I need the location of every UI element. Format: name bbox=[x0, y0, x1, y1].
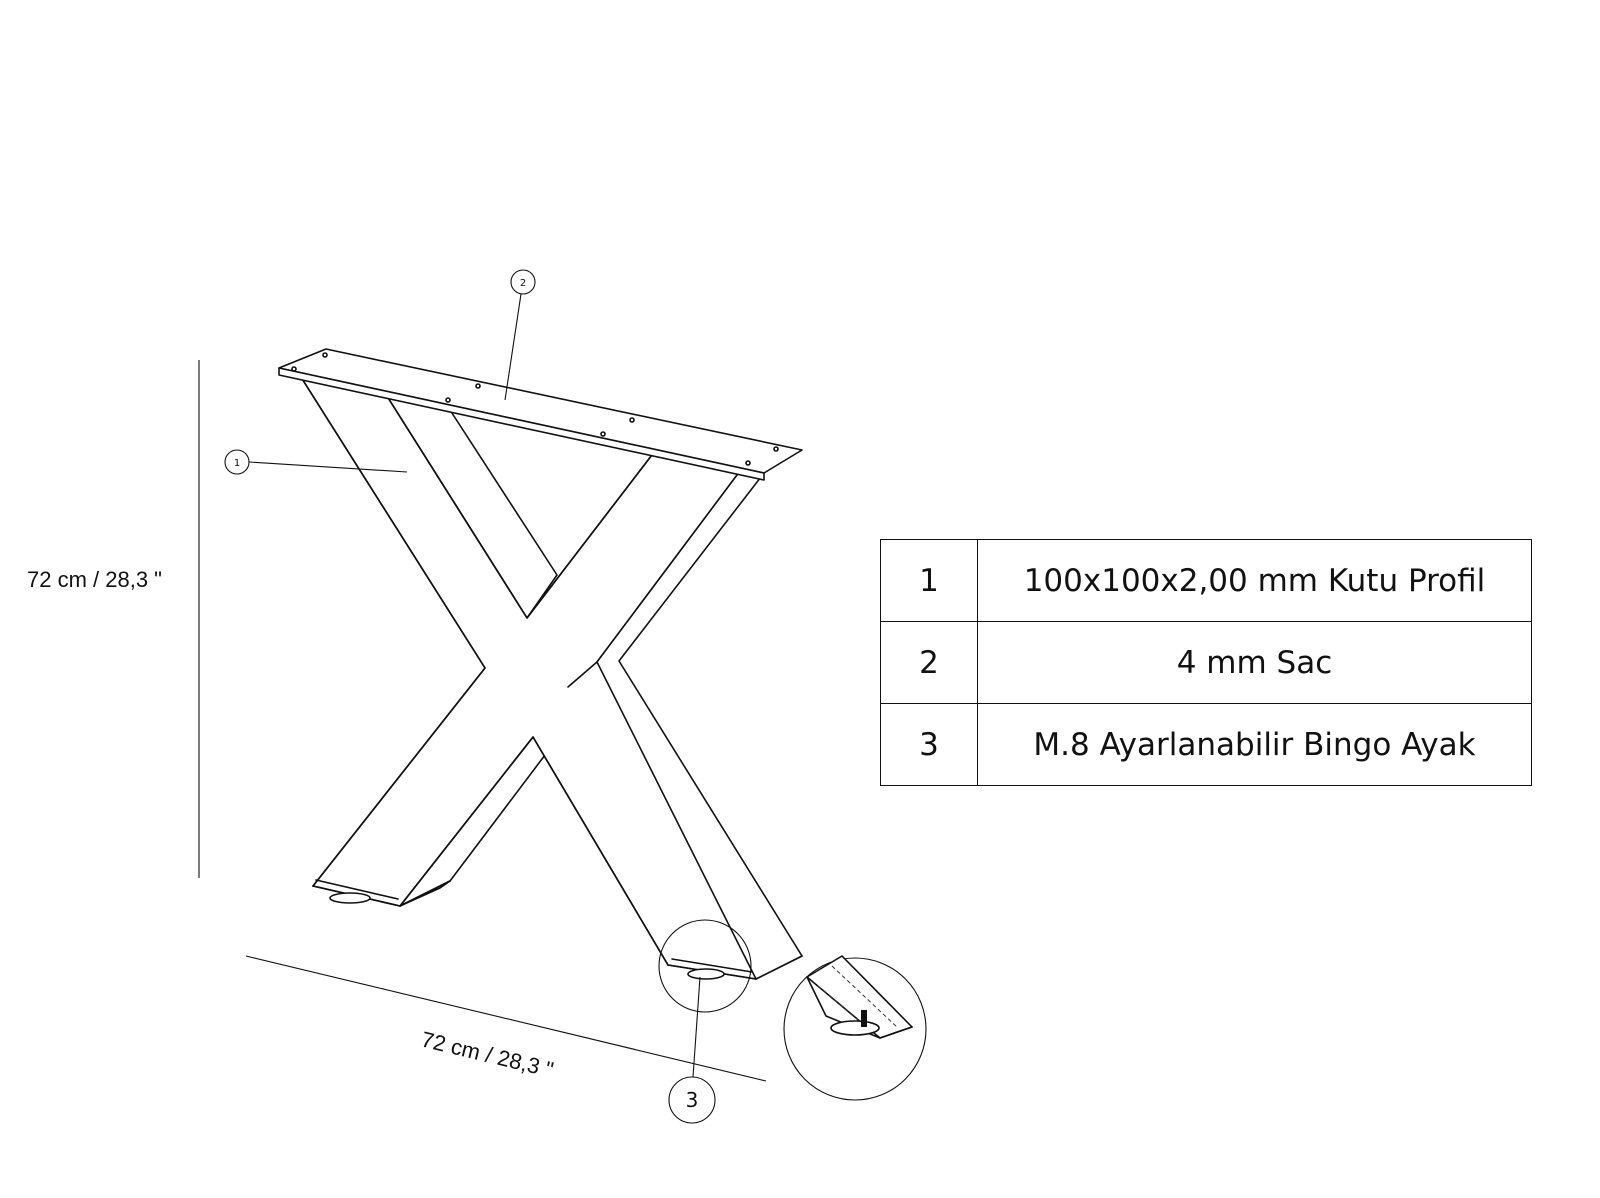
x-cross-upper bbox=[384, 392, 656, 619]
left-leg-foot-edge-2 bbox=[399, 880, 451, 907]
detail-focus-circle bbox=[658, 919, 752, 1013]
plate-hole bbox=[629, 417, 635, 423]
right-leg-foot-edge-2 bbox=[671, 958, 753, 973]
plate-hole bbox=[745, 460, 751, 466]
left-leg-foot-edge bbox=[315, 879, 399, 900]
width-dimension-line bbox=[245, 955, 767, 1082]
detail-threaded-bolt bbox=[861, 1010, 867, 1027]
callout-3: 3 bbox=[658, 919, 752, 1124]
height-dimension-label: 72 cm / 28,3 " bbox=[27, 567, 162, 592]
svg-text:2: 2 bbox=[520, 278, 526, 289]
plate-hole bbox=[773, 446, 779, 452]
right-leg-edge bbox=[567, 661, 598, 688]
plate-hole bbox=[475, 383, 481, 389]
x-table-leg bbox=[278, 348, 803, 980]
left-leg-foot-face bbox=[312, 880, 451, 907]
svg-text:3: 3 bbox=[686, 1088, 699, 1112]
table-row: 2 4 mm Sac bbox=[880, 621, 1532, 704]
table-row: 3 M.8 Ayarlanabilir Bingo Ayak bbox=[880, 703, 1532, 786]
plate-hole bbox=[322, 352, 328, 358]
part-number: 3 bbox=[880, 703, 978, 786]
width-dimension-label: 72 cm / 28,3 " bbox=[419, 1027, 556, 1083]
parts-list-table: 1 100x100x2,00 mm Kutu Profil 2 4 mm Sac… bbox=[880, 539, 1532, 786]
part-description: M.8 Ayarlanabilir Bingo Ayak bbox=[977, 703, 1532, 786]
plate-hole bbox=[291, 366, 297, 372]
callout-1: 1 bbox=[224, 449, 408, 475]
callout-2: 2 bbox=[504, 269, 536, 401]
top-plate-thickness bbox=[278, 367, 765, 481]
part-description: 100x100x2,00 mm Kutu Profil bbox=[977, 539, 1532, 622]
part-number: 2 bbox=[880, 621, 978, 704]
svg-text:1: 1 bbox=[234, 458, 240, 469]
part-number: 1 bbox=[880, 539, 978, 622]
left-leveling-foot bbox=[329, 892, 371, 904]
part-description: 4 mm Sac bbox=[977, 621, 1532, 704]
x-cross-left bbox=[298, 373, 486, 887]
plate-hole bbox=[600, 431, 606, 437]
right-leveling-foot bbox=[687, 968, 725, 980]
detail-view-foot bbox=[783, 955, 927, 1101]
table-row: 1 100x100x2,00 mm Kutu Profil bbox=[880, 539, 1532, 622]
plate-hole bbox=[445, 397, 451, 403]
detail-view-circle bbox=[783, 957, 927, 1101]
x-cross-lower bbox=[399, 736, 669, 966]
